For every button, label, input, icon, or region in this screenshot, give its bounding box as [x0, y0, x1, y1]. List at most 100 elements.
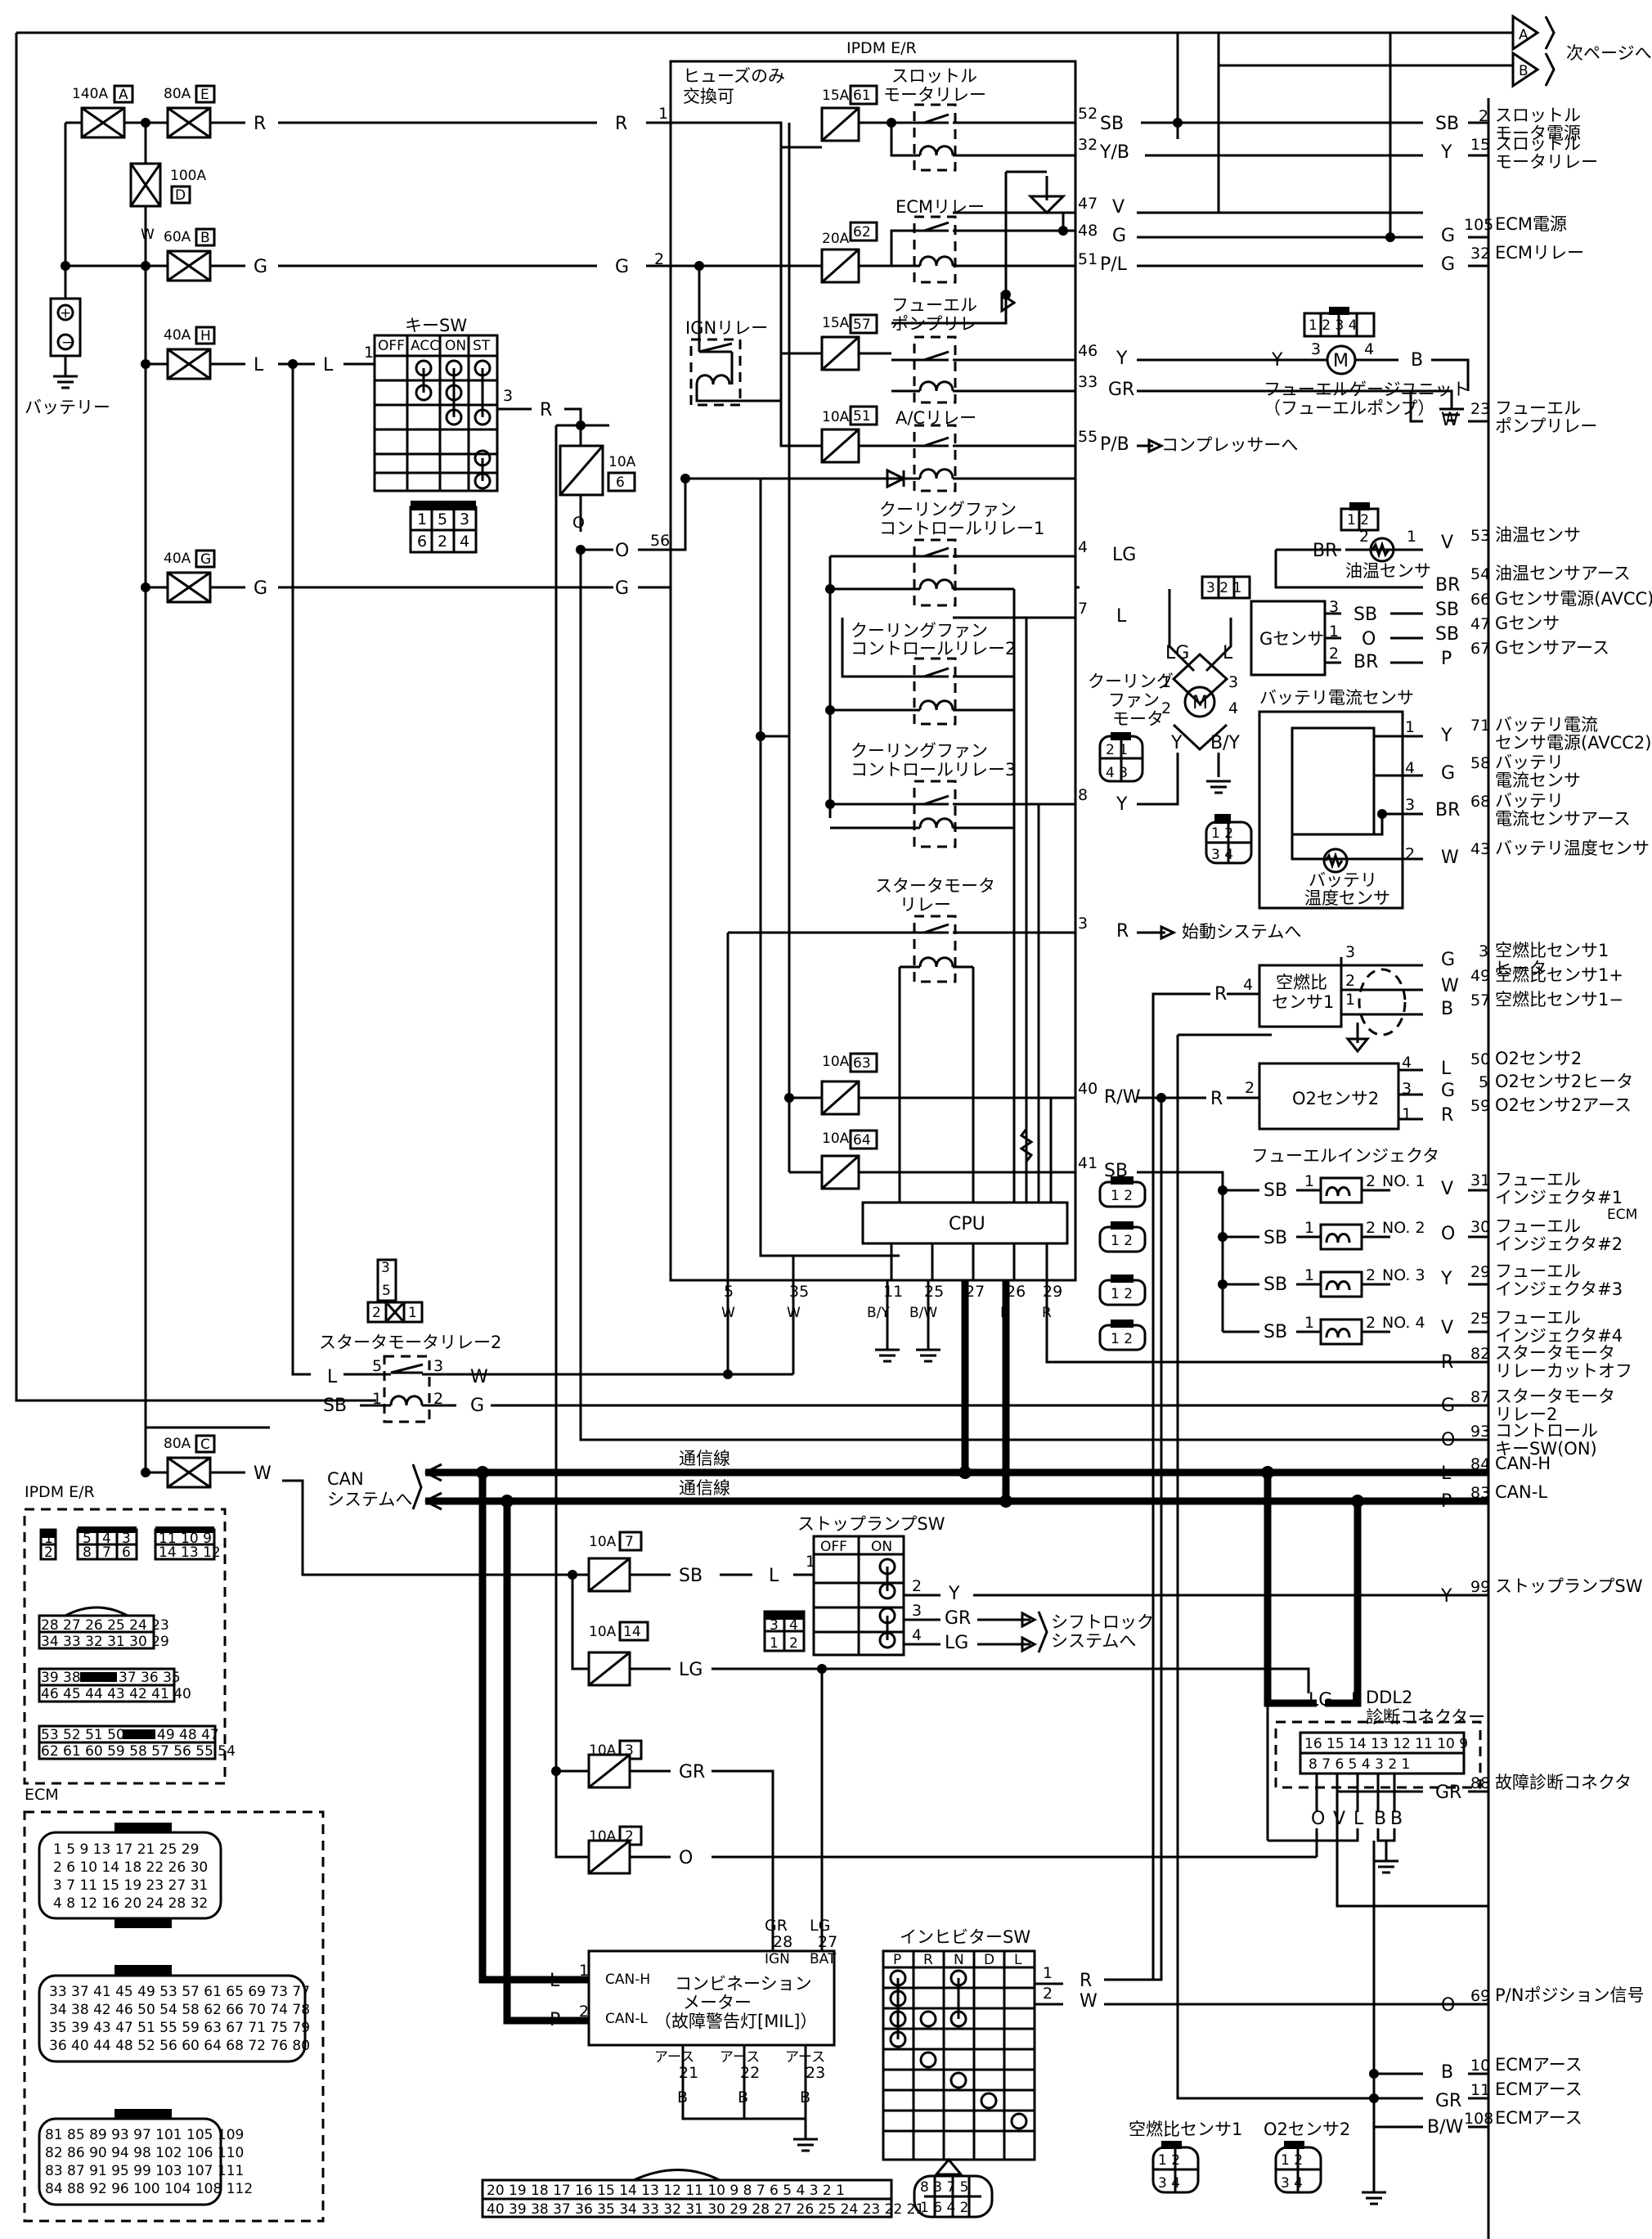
svg-text:C: C [200, 1436, 210, 1453]
svg-text:N: N [954, 1952, 964, 1968]
svg-text:1 2: 1 2 [1158, 2152, 1180, 2169]
compressor-label: コンプレッサーへ [1161, 435, 1298, 455]
svg-text:10A: 10A [822, 1131, 850, 1147]
ecm-terminal-label-32: ECMリレー [1495, 243, 1584, 263]
svg-text:L: L [1223, 643, 1233, 663]
ecm-terminal-label-43: バッテリ温度センサ [1495, 839, 1650, 858]
ecm-terminal-label-10: ECMアース [1495, 2055, 1582, 2075]
svg-text:15A: 15A [822, 315, 850, 331]
svg-text:B: B [1411, 350, 1423, 371]
svg-text:SB: SB [1264, 1228, 1287, 1248]
svg-text:L: L [1441, 1463, 1452, 1484]
svg-text:61: 61 [853, 88, 871, 104]
right-components: SB Y/B V G P/L Y GR P/B コンプレッサーへ LG L Y … [1088, 33, 1488, 2205]
ecm-pin-32: 32 [1470, 245, 1490, 263]
svg-text:V: V [1333, 1809, 1345, 1829]
svg-text:B/Y: B/Y [1210, 733, 1241, 753]
ecm-pin-54: 54 [1470, 565, 1490, 583]
fuel-gauge-label-2: （フューエルポンプ） [1264, 398, 1434, 418]
svg-text:2: 2 [1345, 972, 1355, 990]
svg-text:G: G [1441, 950, 1455, 970]
fuel-injector-label: フューエルインジェクタ [1251, 1146, 1439, 1166]
svg-text:B: B [200, 230, 210, 246]
ecm-terminal-label-5: O2センサ2ヒータ [1495, 1072, 1633, 1091]
svg-text:3 4: 3 4 [1211, 847, 1233, 863]
svg-text:100A: 100A [170, 168, 206, 184]
svg-text:LG: LG [1112, 545, 1136, 565]
svg-text:Y/B: Y/B [1099, 142, 1129, 163]
svg-text:R: R [540, 400, 552, 420]
ecm-pin-68: 68 [1470, 793, 1490, 811]
svg-text:G: G [1441, 763, 1455, 784]
svg-text:ON: ON [871, 1539, 892, 1555]
svg-text:14 13 12: 14 13 12 [159, 1544, 221, 1561]
ecm-terminal-label-47: Gセンサ [1495, 614, 1560, 633]
svg-text:R: R [1116, 921, 1129, 942]
svg-text:14: 14 [623, 1624, 641, 1640]
svg-text:B: B [1390, 1809, 1403, 1829]
svg-text:P: P [1351, 1690, 1362, 1711]
ddl2-label-1: DDL2 [1366, 1688, 1412, 1707]
svg-text:64: 64 [853, 1132, 871, 1149]
svg-text:35 39 43 47 51 55 59 63 67 71: 35 39 43 47 51 55 59 63 67 71 75 79 [49, 2020, 310, 2036]
ecm-terminal-label-25: インジェクタ#4 [1495, 1326, 1623, 1346]
ecm-pin-5: 5 [1479, 1073, 1488, 1091]
starter-relay-label-1: スタータモータ [875, 876, 995, 896]
svg-text:3: 3 [625, 1742, 634, 1759]
svg-text:O: O [1311, 1809, 1325, 1829]
svg-text:W: W [1441, 410, 1459, 430]
ecm-pin-31: 31 [1470, 1171, 1490, 1189]
throttle-relay-label-1: スロットル [891, 66, 977, 86]
ecm-terminal-label-3: ヒータ [1495, 959, 1547, 978]
svg-text:3: 3 [912, 1602, 922, 1620]
svg-text:SB: SB [1353, 605, 1377, 625]
svg-text:1: 1 [1402, 1105, 1412, 1123]
sensor-small-connectors: 1 2 1 2 1 2 1 2 [1098, 1176, 1147, 1351]
svg-text:1 6 4 2: 1 6 4 2 [920, 2200, 968, 2216]
meter-label-3: （故障警告灯[MIL]） [654, 2012, 817, 2031]
legend-ipdm-title: IPDM E/R [25, 1483, 95, 1501]
svg-text:2: 2 [438, 533, 447, 551]
o2-sensor-label: O2センサ2 [1292, 1089, 1379, 1108]
svg-text:1: 1 [408, 1305, 417, 1321]
svg-text:O: O [615, 541, 629, 561]
svg-text:V: V [1441, 1179, 1453, 1199]
ecm-terminal-label-30: インジェクタ#2 [1495, 1234, 1623, 1254]
svg-text:R: R [1441, 1352, 1453, 1373]
svg-text:Y: Y [1170, 733, 1183, 753]
svg-text:1 2: 1 2 [1281, 2152, 1303, 2169]
ecm-pin-99: 99 [1470, 1578, 1490, 1596]
ecm-pin-25: 25 [1470, 1310, 1490, 1328]
svg-text:4: 4 [102, 1531, 111, 1547]
ecm-pin-53: 53 [1470, 527, 1490, 545]
ecm-terminal-label-57: 空燃比センサ1− [1495, 990, 1623, 1009]
svg-text:32: 32 [1078, 136, 1098, 154]
af-sensor-label-1: 空燃比 [1276, 973, 1327, 992]
svg-text:23: 23 [806, 2064, 825, 2082]
svg-text:3: 3 [770, 1617, 779, 1634]
svg-text:40A: 40A [164, 327, 191, 344]
starter-relay-2-label: スタータモータリレー2 [319, 1333, 501, 1352]
svg-text:GR: GR [679, 1762, 705, 1783]
svg-text:1 2: 1 2 [1111, 1233, 1133, 1249]
svg-text:83 87 91 95 99 103 107 111: 83 87 91 95 99 103 107 111 [45, 2163, 244, 2179]
svg-text:4: 4 [460, 533, 469, 551]
ecm-pin-87: 87 [1470, 1388, 1490, 1406]
svg-text:8 7 6 5 4 3 2 1: 8 7 6 5 4 3 2 1 [1309, 1756, 1410, 1773]
svg-text:6: 6 [122, 1544, 131, 1561]
svg-text:L: L [1116, 606, 1127, 627]
svg-text:G: G [1112, 226, 1126, 246]
svg-text:BAT: BAT [810, 1951, 837, 1967]
svg-text:L: L [254, 355, 264, 375]
svg-text:1: 1 [1043, 1964, 1053, 1982]
svg-text:51: 51 [853, 408, 871, 425]
svg-text:P: P [1441, 1491, 1452, 1512]
svg-text:G: G [615, 257, 629, 277]
svg-text:81 85 89 93 97 101 105 109: 81 85 89 93 97 101 105 109 [45, 2127, 244, 2143]
svg-text:4: 4 [1228, 699, 1238, 717]
svg-text:アース: アース [654, 2049, 694, 2066]
battery-label: バッテリー [25, 398, 110, 417]
